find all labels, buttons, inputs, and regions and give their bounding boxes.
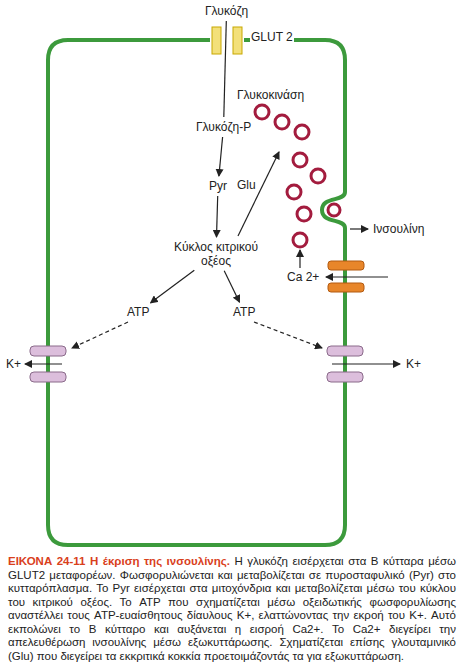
metabolite-name: Glu — [236, 178, 257, 192]
hormone-name: Ινσουλίνη — [372, 222, 425, 236]
insulin-arrow — [350, 228, 368, 229]
product-label: ATP — [125, 304, 151, 320]
katp-channel — [30, 346, 66, 356]
product-label: ATP — [231, 304, 257, 320]
transporter-name: GLUT 2 — [250, 30, 294, 44]
pathway-arrow — [217, 196, 218, 237]
atp-inhibition-arrow — [72, 322, 128, 348]
metabolite-label: Γλυκόζη-P — [194, 119, 253, 135]
calcium-channel — [328, 283, 364, 292]
potassium-efflux-arrow — [332, 363, 400, 364]
cell-membrane — [48, 40, 345, 545]
pathway-arrow — [219, 137, 223, 176]
node-text: Κύκλος κιτρικού οξέος — [166, 240, 266, 268]
caption-body: Η γλυκόζη εισέρχεται στα Β κύτταρα μέσω … — [8, 555, 456, 662]
katp-channel — [30, 372, 66, 382]
glu-arrow — [238, 152, 279, 236]
pathway-arrow — [151, 270, 195, 303]
node-text: ATP — [233, 305, 255, 319]
calcium-influx-arrow — [326, 276, 388, 277]
metabolite-label: Pyr — [207, 178, 229, 194]
figure-title: Η έκριση της ινσουλίνης. — [90, 555, 230, 567]
node-text: Γλυκόζη — [205, 4, 248, 18]
enzyme-name: Γλυκοκινάση — [236, 88, 305, 102]
pathway-label: Κύκλος κιτρικού οξέος — [164, 239, 268, 269]
ion-name: Ca 2+ — [286, 270, 320, 284]
ion-name: K+ — [5, 357, 22, 371]
node-text: Pyr — [209, 179, 227, 193]
pathway-arrow — [224, 271, 239, 302]
glut2-transporter — [233, 27, 242, 54]
figure-caption: ΕΙΚΟΝΑ 24-11 Η έκριση της ινσουλίνης. Η … — [8, 555, 456, 663]
substrate-label: Γλυκόζη — [203, 3, 250, 19]
ion-name: K+ — [405, 357, 422, 371]
atp-inhibition-arrow — [254, 322, 322, 348]
node-text: ATP — [127, 305, 149, 319]
figure-number: ΕΙΚΟΝΑ 24-11 — [8, 555, 85, 567]
glut2-transporter — [212, 27, 221, 54]
pathway-arrow — [224, 21, 227, 117]
calcium-to-granule-arrow — [299, 250, 300, 268]
calcium-channel — [328, 261, 364, 270]
potassium-efflux-arrow — [25, 363, 62, 364]
node-text: Γλυκόζη-P — [196, 120, 251, 134]
katp-channel — [327, 346, 363, 356]
katp-channel — [327, 372, 363, 382]
